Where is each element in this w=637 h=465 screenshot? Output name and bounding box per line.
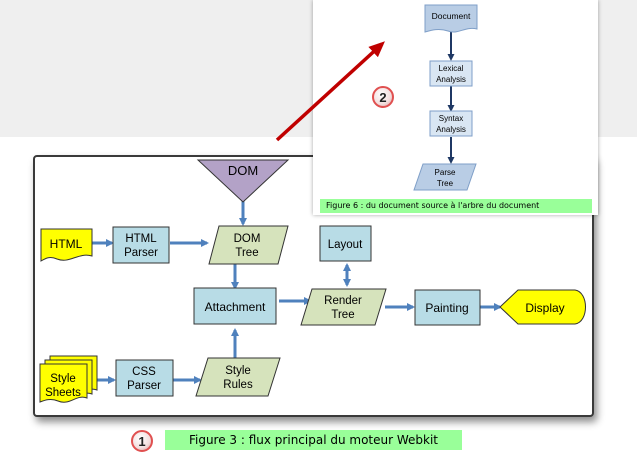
style-sheets-label-1: Style bbox=[50, 373, 76, 385]
lexical-label-1: Lexical bbox=[439, 64, 464, 73]
style-rules-node: Style Rules bbox=[195, 357, 281, 397]
style-rules-label-2: Rules bbox=[223, 379, 253, 391]
css-parser-node: CSS Parser bbox=[115, 359, 174, 397]
main-caption: Figure 3 : flux principal du moteur Webk… bbox=[165, 430, 462, 450]
painting-node: Painting bbox=[414, 289, 481, 326]
style-rules-label-1: Style bbox=[225, 365, 251, 377]
dom-tree-label-1: DOM bbox=[234, 233, 261, 245]
figure-1-badge: 1 bbox=[131, 430, 153, 452]
inset-caption-text: Figure 6 : du document source à l'arbre … bbox=[326, 201, 540, 210]
document-node: Document bbox=[424, 4, 478, 33]
attachment-node: Attachment bbox=[193, 287, 277, 325]
figure-2-badge: 2 bbox=[372, 86, 394, 108]
html-parser-label-2: Parser bbox=[124, 247, 158, 259]
dom-tree-label-2: Tree bbox=[235, 247, 258, 259]
css-parser-label-1: CSS bbox=[132, 366, 156, 378]
red-pointer-arrow bbox=[275, 41, 385, 142]
figure-2-badge-number: 2 bbox=[379, 89, 387, 105]
syntax-label-2: Analysis bbox=[436, 125, 466, 134]
document-label: Document bbox=[432, 11, 471, 21]
display-node: Display bbox=[499, 289, 586, 325]
inset-caption: Figure 6 : du document source à l'arbre … bbox=[320, 199, 592, 213]
lexical-label-2: Analysis bbox=[436, 75, 466, 84]
parse-tree-label-1: Parse bbox=[435, 168, 456, 177]
painting-label: Painting bbox=[425, 301, 468, 315]
render-tree-label-2: Tree bbox=[331, 309, 354, 321]
html-document-node: HTML bbox=[40, 228, 93, 262]
syntax-label-1: Syntax bbox=[439, 114, 463, 123]
syntax-analysis-node: Syntax Analysis bbox=[429, 110, 473, 137]
main-caption-text: Figure 3 : flux principal du moteur Webk… bbox=[188, 433, 439, 447]
display-label: Display bbox=[525, 301, 564, 315]
figure-1-badge-number: 1 bbox=[138, 433, 146, 449]
render-tree-node: Render Tree bbox=[300, 288, 387, 326]
dom-tree-node: DOM Tree bbox=[208, 225, 289, 265]
layout-node: Layout bbox=[319, 225, 372, 262]
html-parser-label-1: HTML bbox=[125, 233, 157, 245]
main-flow-connectors bbox=[92, 199, 502, 384]
layout-label: Layout bbox=[328, 239, 363, 251]
html-node-label: HTML bbox=[50, 237, 83, 251]
css-parser-label-2: Parser bbox=[127, 380, 161, 392]
dom-node: DOM bbox=[196, 159, 290, 203]
attachment-label: Attachment bbox=[205, 300, 266, 314]
style-sheets-node: Style Sheets bbox=[39, 355, 98, 403]
style-sheets-label-2: Sheets bbox=[45, 387, 81, 399]
html-parser-node: HTML Parser bbox=[112, 226, 170, 264]
lexical-analysis-node: Lexical Analysis bbox=[429, 60, 473, 87]
dom-node-label: DOM bbox=[228, 163, 258, 178]
parse-tree-node: Parse Tree bbox=[413, 163, 477, 191]
parse-tree-label-2: Tree bbox=[437, 179, 454, 188]
render-tree-label-1: Render bbox=[324, 295, 362, 307]
